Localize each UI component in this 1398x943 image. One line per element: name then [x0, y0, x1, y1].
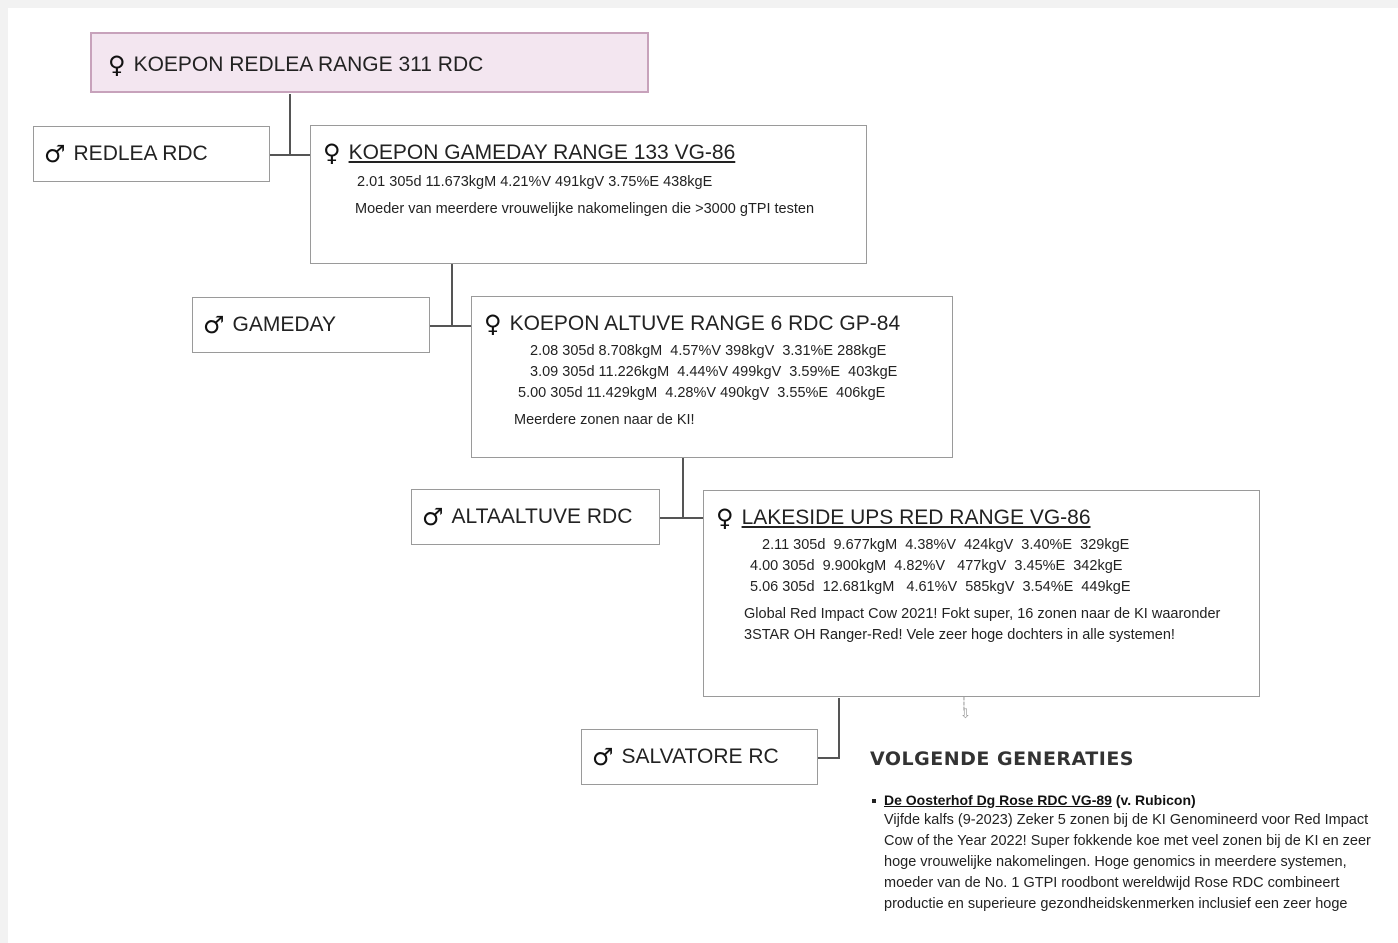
dam-link[interactable]: KOEPON GAMEDAY RANGE 133 VG-86 [348, 141, 736, 164]
lactation-stats: 2.01 305d 11.673kgM 4.21%V 491kgV 3.75%E… [357, 174, 713, 190]
connector [270, 154, 310, 156]
dam-link[interactable]: LAKESIDE UPS RED RANGE VG-86 [741, 506, 1091, 529]
sire-box-gameday: ♂ GAMEDAY [192, 297, 430, 353]
dam-box-lakeside: ♀ LAKESIDE UPS RED RANGE VG-86 2.11 305d… [703, 490, 1260, 697]
connector [818, 757, 840, 759]
dam-name: KOEPON ALTUVE RANGE 6 RDC GP-84 [509, 312, 901, 335]
lactation-stats: 3.09 305d 11.226kgM 4.44%V 499kgV 3.59%E… [530, 364, 898, 380]
list-item: De Oosterhof Dg Rose RDC VG-89 (v. Rubic… [872, 792, 1372, 915]
sire-name: GAMEDAY [232, 313, 336, 336]
lactation-stats: 2.08 305d 8.708kgM 4.57%V 398kgV 3.31%E … [530, 343, 887, 359]
lactation-stats: 4.00 305d 9.900kgM 4.82%V 477kgV 3.45%E … [750, 558, 1123, 574]
sire-box-redlea: ♂ REDLEA RDC [33, 126, 270, 182]
female-icon: ♀ [108, 51, 126, 79]
connector [838, 698, 840, 758]
connector [682, 458, 684, 518]
dam-note: Moeder van meerdere vrouwelijke nakomeli… [355, 201, 815, 217]
page: ┆⇩ ♀ KOEPON REDLEA RANGE 311 RDC ♂ REDLE… [8, 8, 1398, 943]
sire-name: REDLEA RDC [73, 142, 208, 165]
lactation-stats: 2.11 305d 9.677kgM 4.38%V 424kgV 3.40%E … [762, 537, 1130, 553]
sire-box-salvatore: ♂ SALVATORE RC [581, 729, 818, 785]
male-icon: ♂ [203, 311, 225, 339]
sire-name: SALVATORE RC [621, 745, 779, 768]
top-cow-name: KOEPON REDLEA RANGE 311 RDC [133, 53, 484, 76]
sire-box-altaaltuve: ♂ ALTAALTUVE RDC [411, 489, 660, 545]
top-cow-box: ♀ KOEPON REDLEA RANGE 311 RDC [90, 32, 649, 93]
connector [430, 325, 472, 327]
female-icon: ♀ [716, 504, 734, 532]
dam-note: Meerdere zonen naar de KI! [514, 412, 695, 428]
lactation-stats: 5.06 305d 12.681kgM 4.61%V 585kgV 3.54%E… [750, 579, 1131, 595]
connector [451, 264, 453, 326]
male-icon: ♂ [592, 743, 614, 771]
arrow-down-icon: ┆⇩ [960, 697, 971, 722]
dam-note: Global Red Impact Cow 2021! Fokt super, … [744, 606, 1221, 643]
next-generations-heading: VOLGENDE GENERATIES [870, 748, 1134, 770]
offspring-description: Vijfde kalfs (9-2023) Zeker 5 zonen bij … [884, 812, 1371, 912]
male-icon: ♂ [44, 140, 66, 168]
sire-name: ALTAALTUVE RDC [451, 505, 633, 528]
bullet-icon [872, 799, 876, 803]
dam-box-altuve-range: ♀ KOEPON ALTUVE RANGE 6 RDC GP-84 2.08 3… [471, 296, 953, 458]
connector [660, 517, 703, 519]
female-icon: ♀ [323, 139, 341, 167]
offspring-sire: (v. Rubicon) [1111, 792, 1196, 808]
male-icon: ♂ [422, 503, 444, 531]
offspring-link[interactable]: De Oosterhof Dg Rose RDC VG-89 [884, 792, 1112, 808]
lactation-stats: 5.00 305d 11.429kgM 4.28%V 490kgV 3.55%E… [518, 385, 886, 401]
dam-box-gameday-range: ♀ KOEPON GAMEDAY RANGE 133 VG-86 2.01 30… [310, 125, 867, 264]
female-icon: ♀ [484, 310, 502, 338]
connector [289, 94, 291, 155]
